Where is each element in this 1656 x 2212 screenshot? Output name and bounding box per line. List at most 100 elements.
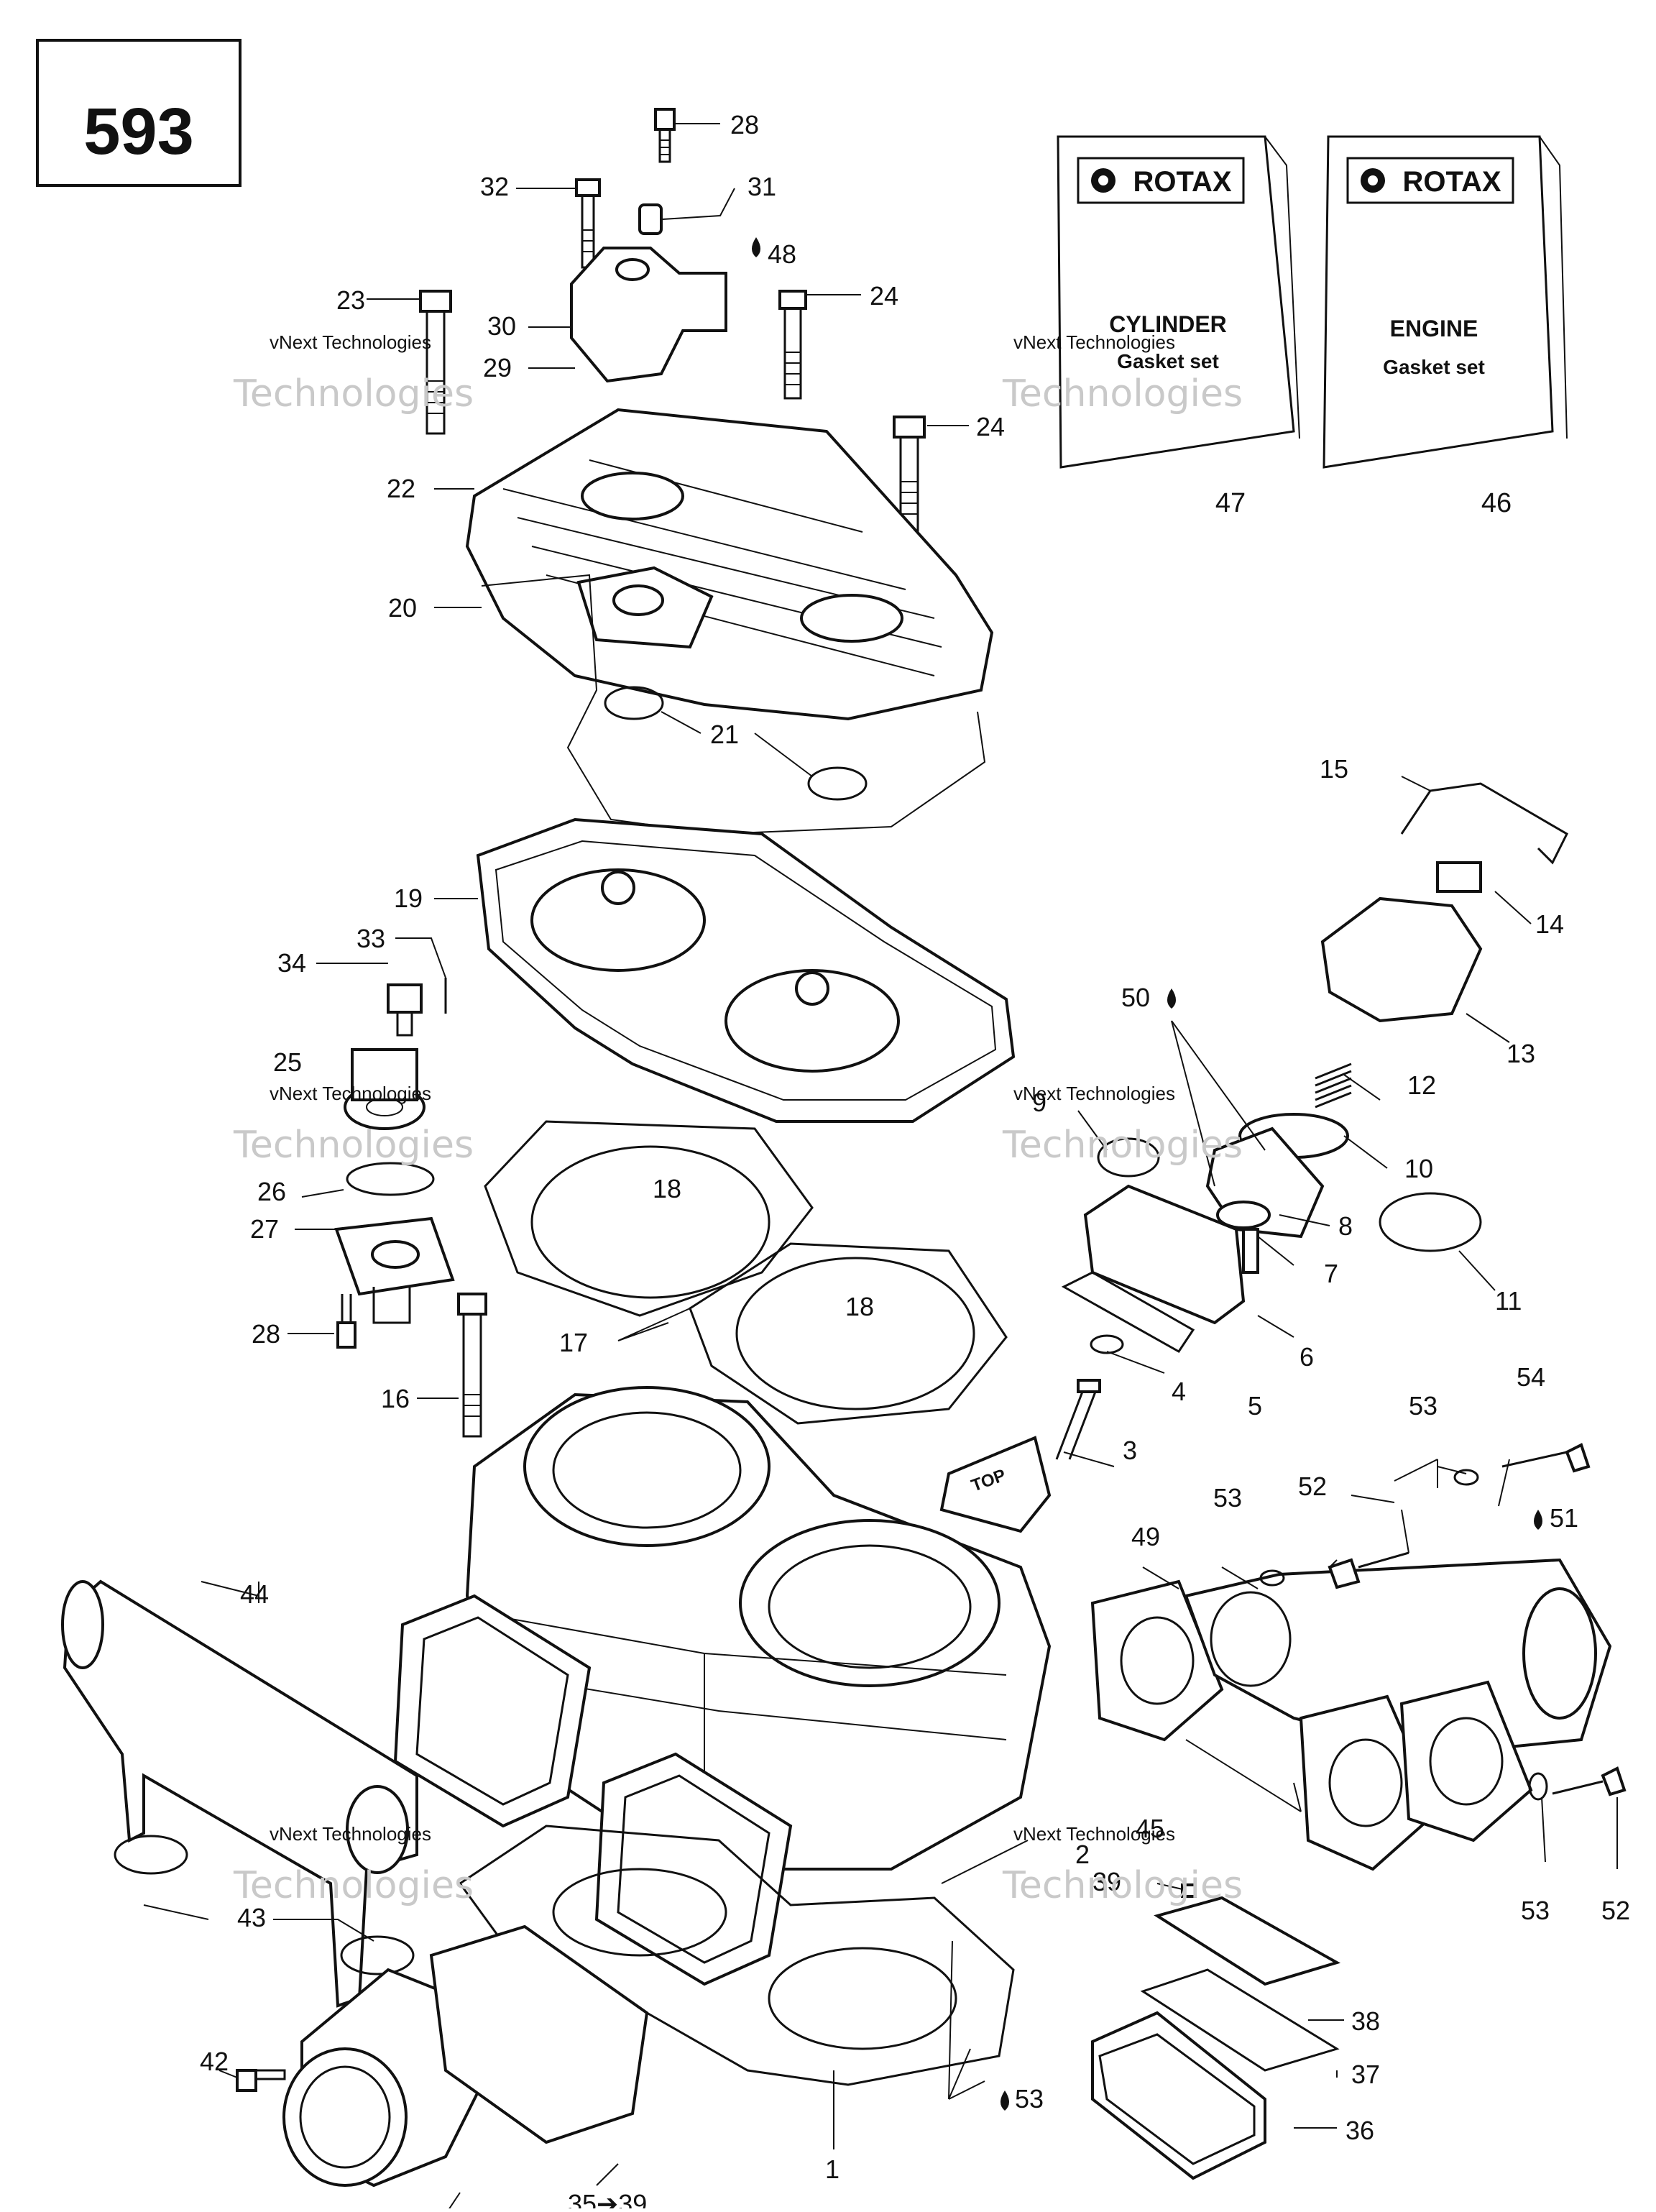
callout: 38 (1351, 2006, 1380, 2036)
cylinder-head-hardware (419, 108, 926, 532)
carburetor-adaptor (236, 1924, 649, 2188)
callout: 45 (1136, 1814, 1164, 1843)
callout: 19 (394, 884, 423, 913)
callout: 42 (200, 2047, 229, 2076)
callout: 6 (1300, 1342, 1314, 1372)
callout: 18 (845, 1292, 874, 1321)
callout: 54 (1517, 1362, 1545, 1392)
callout: 18 (653, 1174, 681, 1203)
svg-text:Technologies: Technologies (233, 1864, 474, 1907)
drop-icon (1534, 1510, 1542, 1530)
thermostat-assembly (334, 1048, 455, 1349)
cylinder-head-cover (465, 408, 994, 721)
callout: 35➔39 (568, 2189, 647, 2208)
drop-icon (1167, 988, 1176, 1009)
callout: 37 (1351, 2060, 1380, 2089)
svg-text:Technologies: Technologies (233, 1124, 474, 1167)
oil-tube (61, 1579, 418, 2008)
callout: 27 (250, 1214, 279, 1244)
callout: 49 (1131, 1522, 1160, 1551)
svg-text:vNext Technologies: vNext Technologies (270, 1083, 431, 1104)
callout: 53 (1015, 2084, 1044, 2114)
callout: 2 (1075, 1840, 1090, 1869)
drop-icon (1000, 2091, 1009, 2111)
manual-cylinder-gasket-set: ROTAX CYLINDER Gasket set 47 (1057, 135, 1300, 518)
manual-brand: ROTAX (1133, 166, 1231, 198)
callout: 29 (483, 353, 512, 382)
callout: 34 (277, 948, 306, 978)
manual-subtitle: Gasket set (1383, 356, 1485, 378)
callout: 7 (1324, 1259, 1338, 1288)
cylinder-block (465, 1386, 1052, 1871)
callout: 52 (1601, 1896, 1630, 1925)
plug-and-ring (387, 978, 447, 1037)
svg-text:vNext Technologies: vNext Technologies (1013, 1083, 1175, 1104)
callout: 48 (768, 239, 796, 269)
watermark: vNext Technologies Technologies (1002, 331, 1243, 416)
callout: 32 (480, 172, 509, 201)
svg-text:Technologies: Technologies (233, 372, 474, 416)
reed-valve-parts (1091, 1883, 1341, 2180)
hose-clamps (114, 1835, 415, 1975)
reed-valve-housings (393, 1594, 793, 1986)
callout: 11 (1495, 1286, 1522, 1316)
callout: 15 (1320, 754, 1348, 784)
callout: 39 (1092, 1867, 1121, 1896)
callout: 53 (1213, 1483, 1242, 1513)
rotary-valve-parts: TOP (939, 782, 1568, 1533)
callout: 9 (1032, 1088, 1046, 1117)
callout: 8 (1338, 1211, 1353, 1241)
watermarks: vNext Technologies Technologies vNext Te… (233, 331, 1243, 1907)
callout: 43 (237, 1903, 266, 1932)
exhaust-manifold (1090, 1443, 1627, 1871)
watermark: vNext Technologies Technologies (233, 1083, 474, 1167)
callout: 25 (273, 1047, 302, 1077)
manual-brand: ROTAX (1402, 166, 1501, 198)
svg-text:Technologies: Technologies (1002, 1124, 1243, 1167)
leader-lines (143, 123, 1618, 2212)
manual-title: CYLINDER (1109, 311, 1227, 337)
callout: 23 (336, 285, 365, 315)
callout: 51 (1550, 1503, 1578, 1533)
callout: 13 (1506, 1039, 1535, 1068)
callout: 24 (976, 412, 1005, 441)
callout: 4 (1172, 1377, 1186, 1406)
callout: 31 (748, 172, 776, 201)
callout: 50 (1121, 983, 1150, 1012)
callout: 1 (825, 2154, 840, 2184)
svg-text:vNext Technologies: vNext Technologies (1013, 1823, 1175, 1845)
callout: 26 (257, 1177, 286, 1206)
callout-labels: 28 31 48 32 24 24 23 30 29 22 20 21 19 3… (200, 110, 1630, 2212)
callout: 16 (381, 1384, 410, 1413)
cylinder-head (476, 817, 1016, 1123)
watermark: vNext Technologies Technologies (233, 331, 474, 416)
watermark: vNext Technologies Technologies (1002, 1823, 1243, 1907)
callout: 28 (252, 1319, 280, 1349)
svg-text:Technologies: Technologies (1002, 372, 1243, 416)
callout: 21 (710, 720, 739, 749)
drop-icon (752, 237, 760, 257)
svg-text:vNext Technologies: vNext Technologies (1013, 331, 1175, 353)
callout-46: 46 (1481, 488, 1512, 518)
callout: 28 (730, 110, 759, 139)
svg-text:vNext Technologies: vNext Technologies (270, 331, 431, 353)
callout: 36 (1346, 2116, 1374, 2145)
callout: 20 (388, 593, 417, 623)
svg-text:vNext Technologies: vNext Technologies (270, 1823, 431, 1845)
watermark: vNext Technologies Technologies (1002, 1083, 1243, 1167)
callout: 12 (1407, 1070, 1436, 1100)
head-cover-gasket (481, 574, 986, 835)
manual-engine-gasket-set: ROTAX ENGINE Gasket set 46 (1322, 135, 1568, 518)
cylinder-head-gaskets (484, 1120, 1008, 1425)
lubricant-drop-icons (752, 237, 1542, 2111)
callout: 44 (240, 1579, 269, 1609)
callout: 52 (1298, 1472, 1327, 1501)
callout: 53 (1409, 1391, 1438, 1421)
callout: 24 (870, 281, 898, 311)
callout: 14 (1535, 909, 1564, 939)
callout: 33 (356, 924, 385, 953)
watermark: vNext Technologies Technologies (233, 1823, 474, 1907)
callout-47: 47 (1215, 488, 1246, 518)
callout: 3 (1123, 1436, 1137, 1465)
